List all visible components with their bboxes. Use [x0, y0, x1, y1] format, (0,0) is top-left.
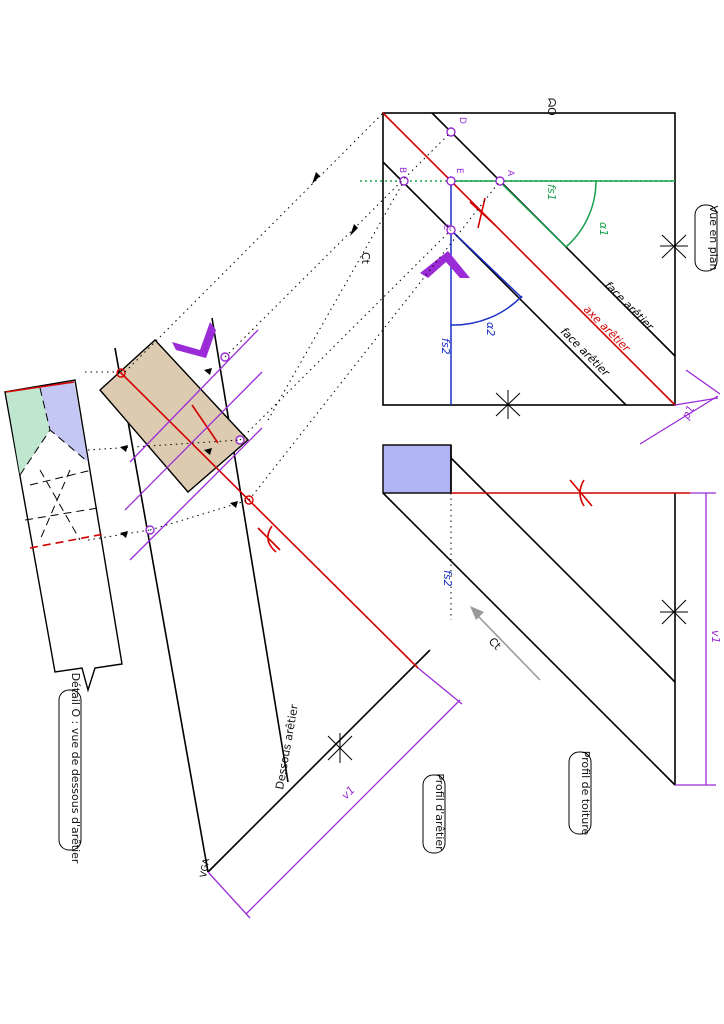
point-a-label: A — [505, 170, 515, 177]
axe-aretier-line — [382, 112, 676, 406]
detail-label: Détail O : vue de dessous d'arêtier — [69, 673, 82, 864]
corner-mark-label: ᗣO — [545, 98, 558, 116]
projection-3 — [239, 229, 452, 441]
purple-line-1 — [129, 329, 259, 463]
v1-left-ext-1 — [207, 871, 251, 919]
fs2-profile-label: fs2 — [441, 570, 454, 587]
roof-cut-mark — [660, 599, 688, 625]
projection-h4 — [149, 499, 250, 531]
section-square — [382, 444, 452, 494]
point-e-marker — [446, 176, 456, 186]
fs1-label: fs1 — [545, 184, 558, 201]
hip-marker-5 — [116, 368, 126, 378]
rafter-upper-edge — [211, 317, 289, 783]
fs2-plan-label: fs2 — [439, 338, 452, 355]
alpha2-arc — [450, 295, 523, 326]
rafter-base — [207, 649, 431, 873]
face-aretier-line-2 — [382, 161, 627, 406]
vue-en-plan-frame — [694, 204, 718, 272]
arrow-6 — [120, 445, 128, 452]
hip-red-cut-mark — [257, 525, 281, 553]
arrow-2 — [350, 224, 358, 236]
detail-dashes — [19, 387, 99, 541]
arrow-1 — [312, 172, 320, 184]
arrow-5 — [230, 501, 238, 508]
ct-profile-label: Ct — [486, 635, 504, 653]
rafter-top-edge — [114, 347, 209, 873]
detail-red-dash — [29, 533, 105, 549]
roof-profile-slope-upper — [450, 457, 676, 683]
point-c-label: C — [441, 224, 451, 230]
point-b-marker — [399, 176, 409, 186]
hip-profile: v1 Dessous arêtier VGA Profil d'arêtier — [85, 112, 501, 919]
plan-green-diag — [499, 181, 567, 248]
alpha1-arc — [565, 180, 597, 248]
ct-plan-label: Ct — [359, 252, 372, 265]
roof-profile-slope-lower — [382, 492, 676, 786]
purple-line-3 — [129, 427, 263, 561]
detail-green-fill — [6, 388, 50, 475]
p1-dimension-line — [639, 395, 719, 445]
point-a-marker — [495, 176, 505, 186]
point-b-label: B — [397, 167, 407, 173]
projection-1 — [124, 112, 384, 373]
point-d-marker — [446, 127, 456, 137]
plan-cut-mark-right — [660, 234, 688, 259]
detail-outline — [4, 379, 123, 693]
alpha2-label: α2 — [484, 322, 497, 336]
profil-toiture-label: Profil de toiture — [579, 751, 592, 836]
arrow-4 — [204, 448, 212, 455]
detail-view: Détail O : vue de dessous d'arêtier — [4, 379, 123, 864]
hip-base-cut-mark — [327, 733, 353, 763]
profil-aretier-frame — [422, 774, 446, 854]
plan-blue-diag — [450, 229, 523, 299]
vue-en-plan-label: Vue en plan — [707, 205, 720, 270]
ct-arrow-shaft — [477, 615, 541, 681]
profil-toiture-frame — [568, 751, 592, 835]
detail-frame — [58, 689, 82, 851]
v1-right-label: v1 — [709, 630, 722, 644]
plan-view: Vue en plan face arêtier face arêtier ax… — [359, 98, 721, 445]
plan-cut-mark-bottom — [495, 390, 521, 419]
purple-line-2 — [124, 371, 263, 511]
point-d-label: D — [457, 117, 467, 124]
v1-left-ext-2 — [417, 667, 463, 705]
detail-blue-fill — [40, 382, 88, 462]
arrow-7 — [120, 531, 128, 538]
p1-ext-2 — [685, 369, 721, 395]
alpha1-label: α1 — [597, 222, 610, 236]
v1-left-dim — [245, 699, 461, 915]
plan-square — [382, 112, 676, 406]
projection-4 — [248, 180, 501, 501]
roof-red-cut-mark — [569, 479, 593, 507]
projection-2 — [224, 131, 452, 358]
roof-profile: fs2 Ct v1 Profil de toiture — [382, 444, 722, 836]
timber-section-mid — [191, 404, 219, 444]
v1-left-label: v1 — [339, 783, 358, 802]
p1-ext-1 — [674, 397, 719, 406]
axis-cut-mark — [469, 197, 496, 229]
p1-label: p1 — [679, 403, 698, 422]
projection-h2 — [87, 439, 241, 451]
detail-red-top — [5, 381, 75, 393]
profil-aretier-label: Profil d'arêtier — [433, 773, 446, 851]
point-e-label: E — [454, 168, 464, 174]
hip-marker-4 — [244, 495, 254, 505]
ct-arrow-head — [470, 606, 484, 620]
purple-chevron-hip — [172, 322, 216, 358]
vga-label: VGA — [199, 857, 212, 879]
purple-chevron-plan — [420, 251, 470, 278]
arrow-3 — [204, 368, 212, 375]
